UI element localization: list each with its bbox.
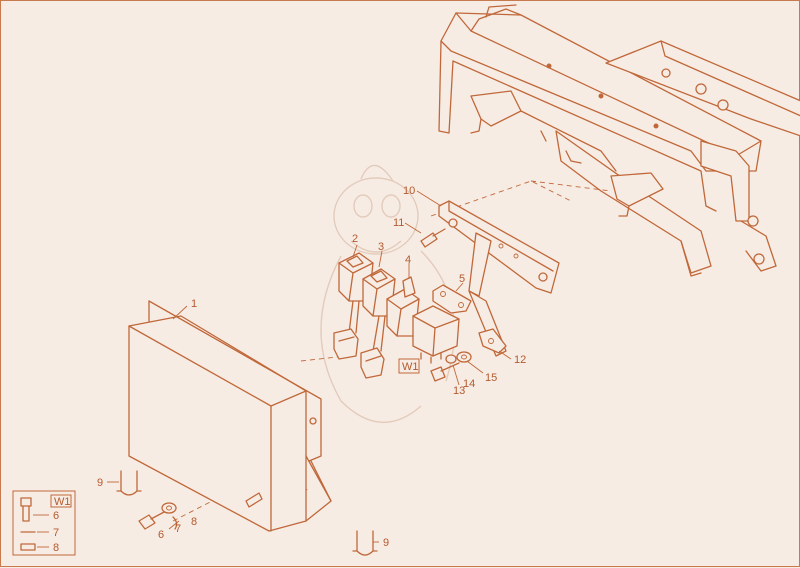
washer-part-14 bbox=[445, 354, 457, 364]
callout-6: 6 bbox=[158, 529, 164, 541]
wiring-tag: W1 bbox=[398, 358, 420, 374]
callout-10: 10 bbox=[403, 185, 415, 197]
relay-part-4 bbox=[386, 276, 420, 337]
washer-part-8 bbox=[161, 502, 177, 514]
callout-4: 4 bbox=[405, 254, 411, 266]
vehicle-frame bbox=[438, 4, 800, 277]
legend-box: W1 6 7 8 bbox=[12, 490, 76, 556]
clip-part-9-left bbox=[116, 470, 142, 496]
plate-part-5 bbox=[432, 284, 472, 314]
callout-2: 2 bbox=[352, 233, 358, 245]
callout-9-left: 9 bbox=[97, 477, 103, 489]
relay-main bbox=[412, 305, 460, 364]
leader-lines bbox=[107, 190, 512, 543]
callout-13: 13 bbox=[453, 385, 465, 397]
bracket-part-12 bbox=[478, 328, 507, 354]
callout-8: 8 bbox=[191, 516, 197, 528]
screw-part-11 bbox=[420, 228, 446, 248]
legend-item-wire: 7 bbox=[53, 527, 59, 539]
callout-9-bottom: 9 bbox=[383, 537, 389, 549]
callout-5: 5 bbox=[459, 273, 465, 285]
callout-14: 14 bbox=[463, 378, 475, 390]
legend-tag: W1 bbox=[54, 496, 71, 508]
callout-15: 15 bbox=[485, 372, 497, 384]
wiring-tag-label: W1 bbox=[402, 361, 419, 373]
callout-3: 3 bbox=[378, 241, 384, 253]
legend-item-sleeve: 8 bbox=[53, 542, 59, 554]
housing-part-1 bbox=[128, 300, 332, 532]
washer-part-15 bbox=[456, 351, 472, 363]
bolt-part-13 bbox=[430, 362, 460, 382]
legend-item-bolt: 6 bbox=[53, 510, 59, 522]
clip-part-9-bottom bbox=[352, 530, 378, 556]
sleeve-icon bbox=[20, 543, 36, 551]
callout-labels: 1 2 3 4 5 6 7 8 9 9 10 11 12 13 14 15 bbox=[97, 185, 526, 549]
bolt-icon bbox=[20, 497, 32, 522]
callout-12: 12 bbox=[514, 354, 526, 366]
callout-1: 1 bbox=[191, 298, 197, 310]
callout-11: 11 bbox=[393, 217, 404, 229]
callout-7: 7 bbox=[175, 523, 181, 535]
bolt-part-6 bbox=[138, 510, 167, 530]
